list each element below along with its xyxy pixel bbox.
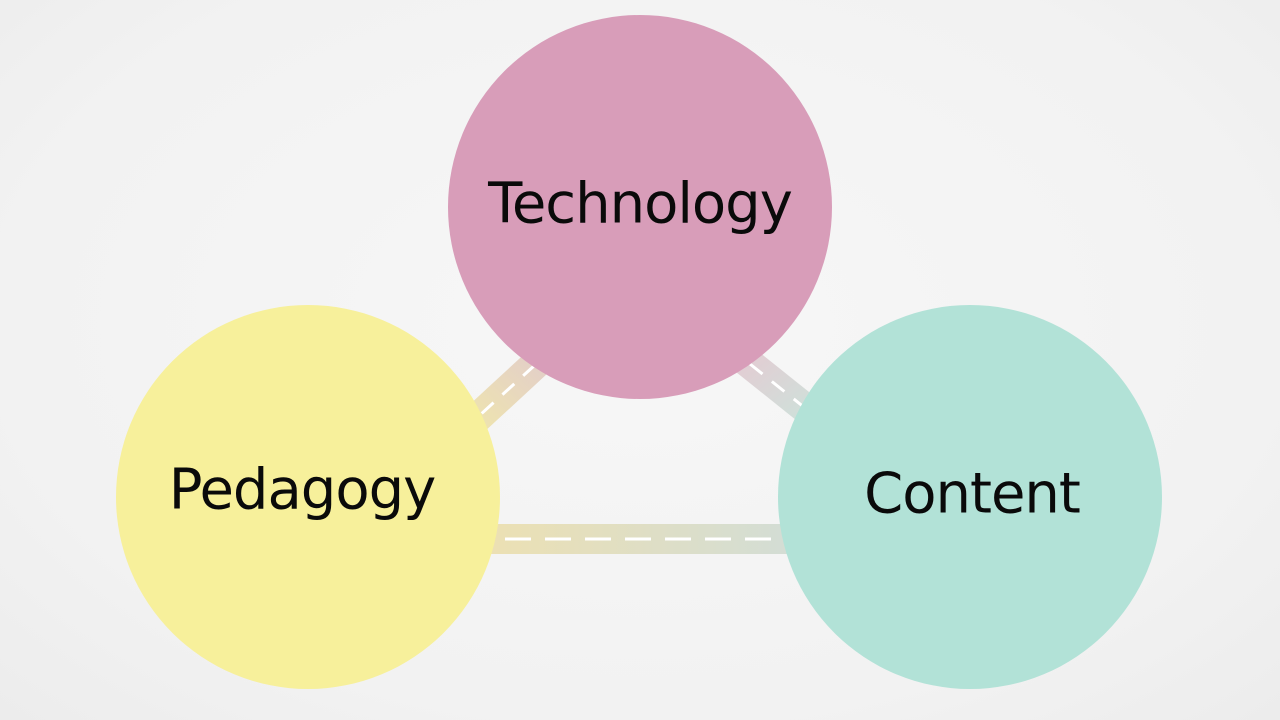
node-pedagogy: Pedagogy — [116, 305, 500, 689]
pedagogy-label: Pedagogy — [169, 458, 436, 523]
content-circle — [778, 305, 1162, 689]
edge-pedagogy-content — [490, 524, 790, 554]
node-content: Content — [778, 305, 1162, 689]
technology-circle — [448, 15, 832, 399]
edge-technology-content — [735, 348, 820, 424]
edge-technology-pedagogy — [464, 348, 551, 432]
content-label: Content — [864, 462, 1080, 527]
pedagogy-circle — [116, 305, 500, 689]
road-dash — [749, 362, 806, 410]
technology-label: Technology — [487, 172, 792, 237]
road-dash — [478, 363, 537, 417]
node-technology: Technology — [448, 15, 832, 399]
